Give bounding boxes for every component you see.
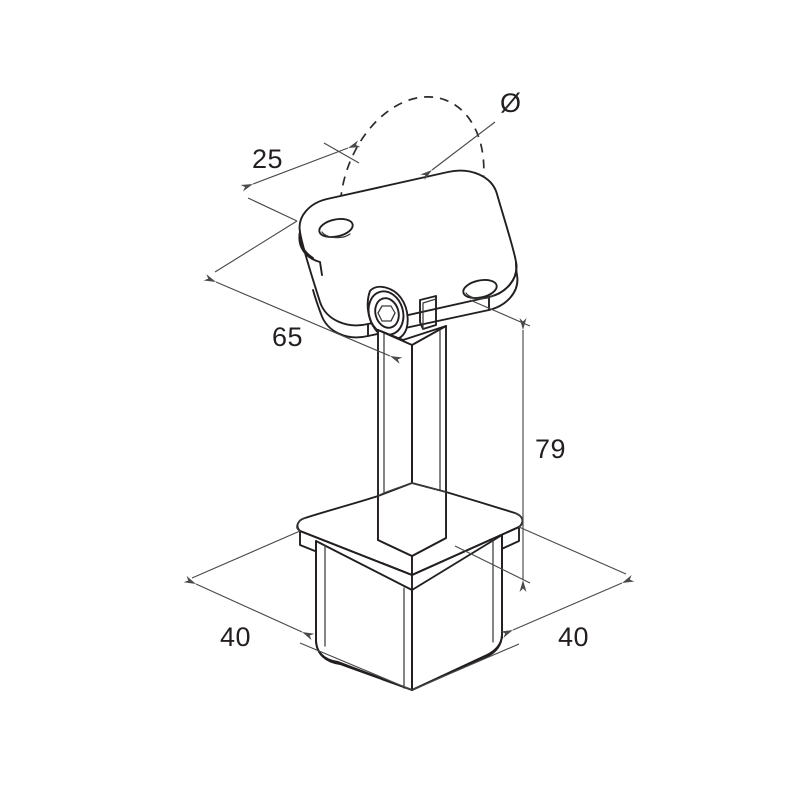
diameter-symbol: Ø <box>500 88 521 118</box>
square-post-tube <box>315 534 503 691</box>
fixing-hole-right <box>462 279 498 299</box>
dimension-65-label: 65 <box>272 322 303 352</box>
fixing-hole-left <box>318 218 354 238</box>
dimension-25: 25 <box>240 140 361 222</box>
diameter-callout: Ø <box>420 88 521 181</box>
dimension-40-right: 40 <box>411 526 635 691</box>
dimension-79-label: 79 <box>535 434 566 464</box>
dimension-40-right-label: 40 <box>558 622 589 652</box>
dimension-65: 65 <box>203 220 403 364</box>
dimension-40-left: 40 <box>183 530 413 691</box>
dimension-25-label: 25 <box>252 144 283 174</box>
dimension-40-left-label: 40 <box>220 622 251 652</box>
